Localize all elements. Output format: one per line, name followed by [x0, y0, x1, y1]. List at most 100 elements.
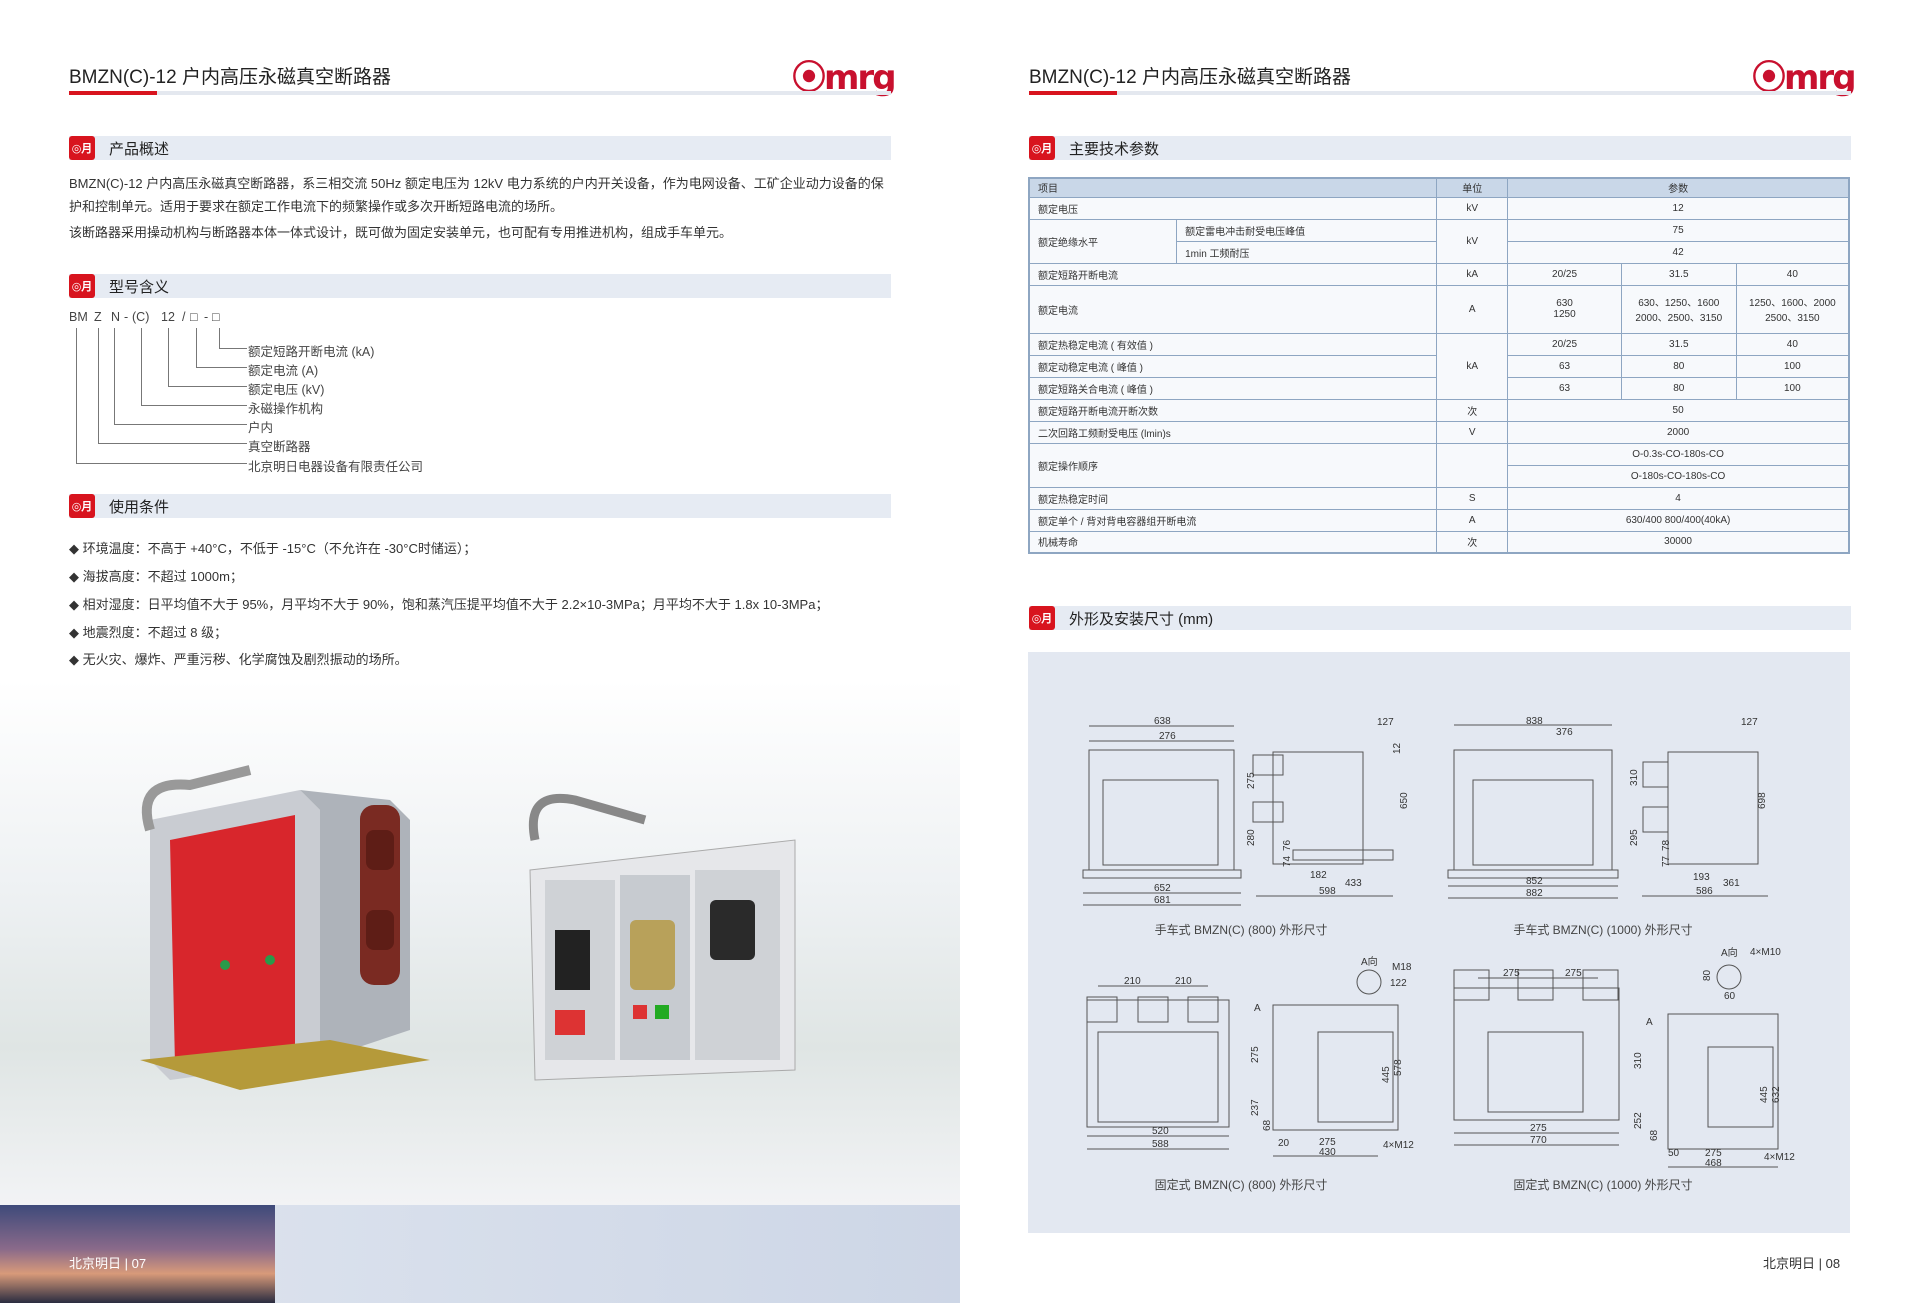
row-value: 31.5	[1620, 332, 1737, 356]
code-part: □	[190, 310, 198, 324]
page-number-right: 北京明日 | 08	[1763, 1256, 1841, 1271]
condition-text: 地震烈度：不超过 8 级；	[82, 625, 228, 640]
dimension-label: 310	[1633, 1052, 1644, 1069]
condition-item: ◆ 环境温度：不高于 +40°C，不低于 -15°C（不允许在 -30°C时储运…	[69, 541, 477, 556]
model-meaning: 额定电压 (kV)	[248, 383, 325, 397]
row-label: 额定短路关合电流 ( 峰值 )	[1028, 376, 1438, 400]
row-value: 2000	[1507, 420, 1850, 444]
left-page: BMZN(C)-12 户内高压永磁真空断路器 ⦿mrg ◎月产品概述 BMZN(…	[0, 58, 960, 1303]
row-unit: kA	[1436, 262, 1509, 286]
model-meaning: 额定短路开断电流 (kA)	[248, 345, 375, 359]
dimension-label: 275	[1503, 968, 1520, 979]
header-item: 项目	[1028, 177, 1438, 198]
dimension-label: 598	[1319, 886, 1336, 897]
dimension-label: 295	[1629, 829, 1640, 846]
drawing-caption: 固定式 BMZN(C) (800) 外形尺寸	[1155, 1177, 1328, 1192]
page-title: BMZN(C)-12 户内高压永磁真空断路器	[1029, 67, 1351, 88]
drawing-caption: 手车式 BMZN(C) (1000) 外形尺寸	[1513, 922, 1692, 937]
dimension-label: 127	[1377, 717, 1394, 728]
row-value: 50	[1507, 398, 1850, 422]
dimension-label: 68	[1262, 1119, 1273, 1131]
overview-paragraph: 该断路器采用操动机构与断路器本体一体式设计，既可做为固定安装单元，也可配有专用推…	[69, 225, 733, 240]
dimension-label: 252	[1633, 1112, 1644, 1129]
section-title: 使用条件	[109, 498, 170, 516]
model-leader-line	[168, 328, 247, 387]
row-label: 机械寿命	[1028, 530, 1438, 554]
section-header-conditions: ◎月使用条件	[69, 494, 891, 518]
drawing-caption: 手车式 BMZN(C) (800) 外形尺寸	[1155, 922, 1328, 937]
dimension-label: 770	[1530, 1135, 1547, 1146]
model-leader-line	[196, 328, 247, 368]
code-part: N	[111, 310, 121, 324]
model-meaning: 户内	[248, 421, 274, 435]
row-value: 42	[1507, 240, 1850, 264]
dimension-label: 60	[1724, 991, 1736, 1002]
value-line: 630	[1556, 298, 1573, 309]
dimension-label: M18	[1392, 962, 1412, 973]
dimension-label: 77	[1661, 855, 1672, 867]
title-underline	[1029, 91, 1851, 95]
condition-text: 海拔高度：不超过 1000m；	[82, 569, 243, 584]
model-meaning: 真空断路器	[248, 440, 311, 454]
dimension-label: 76	[1282, 839, 1293, 851]
dimension-label: 361	[1723, 878, 1740, 889]
model-leader-line	[141, 328, 247, 406]
row-label: 额定热稳定时间	[1028, 486, 1438, 510]
row-value: 63	[1507, 376, 1622, 400]
condition-text: 无火灾、爆炸、严重污秽、化学腐蚀及剧烈振动的场所。	[82, 652, 408, 667]
dimension-label: 127	[1741, 717, 1758, 728]
section-header-dimensions: ◎月外形及安装尺寸 (mm)	[1029, 606, 1851, 630]
section-title: 型号含义	[109, 278, 170, 296]
page-title: BMZN(C)-12 户内高压永磁真空断路器	[69, 67, 391, 88]
row-value: 4	[1507, 486, 1850, 510]
row-unit: V	[1436, 420, 1509, 444]
section-title: 主要技术参数	[1069, 140, 1160, 158]
dimension-label: 632	[1771, 1086, 1782, 1103]
row-label: 额定操作顺序	[1028, 442, 1438, 488]
code-part: □	[212, 310, 220, 324]
section-header-overview: ◎月产品概述	[69, 136, 891, 160]
dimension-label: 275	[1530, 1123, 1547, 1134]
value-line: 2000、2500、3150	[1635, 313, 1723, 324]
condition-text: 相对湿度：日平均值不大于 95%，月平均不大于 90%，饱和蒸汽压提平均值不大于…	[82, 597, 829, 612]
dimension-drawings-panel: 638 276 652 681 275 280 76 74 182 433 59…	[1028, 652, 1850, 1233]
model-leader-line	[76, 328, 247, 464]
product-photo-breaker-internal	[528, 793, 796, 1081]
dimension-label: 210	[1175, 976, 1192, 987]
model-leader-line	[219, 328, 247, 349]
row-label: 额定电流	[1028, 284, 1438, 334]
dimension-label: A向	[1721, 946, 1738, 959]
row-value: 630/400 800/400(40kA)	[1507, 508, 1850, 532]
row-label: 额定动稳定电流 ( 峰值 )	[1028, 354, 1438, 378]
row-value: 40	[1735, 262, 1850, 286]
row-value: 80	[1620, 354, 1737, 378]
value-line: 1250	[1553, 309, 1576, 320]
product-photo-breaker-front	[140, 765, 430, 1090]
brand-mark-icon: ◎月	[1029, 136, 1055, 160]
dimension-label: 638	[1154, 716, 1171, 727]
section-title: 产品概述	[109, 140, 170, 158]
code-part: -	[124, 310, 129, 324]
section-title: 外形及安装尺寸 (mm)	[1069, 610, 1214, 628]
dimension-label: 276	[1159, 731, 1176, 742]
code-part: /	[182, 310, 186, 324]
dimension-label: 376	[1556, 727, 1573, 738]
table-header-row: 项目单位参数	[1028, 177, 1850, 198]
dimension-label: 275	[1319, 1137, 1336, 1148]
dimension-drawings: 638 276 652 681 275 280 76 74 182 433 59…	[1082, 716, 1795, 1192]
dimension-label: 12	[1392, 742, 1403, 754]
dimension-label: 4×M12	[1764, 1152, 1795, 1163]
dimension-label: 78	[1661, 839, 1672, 851]
code-part: BM	[69, 310, 88, 324]
section-header-model: ◎月型号含义	[69, 274, 891, 298]
row-value: 40	[1735, 332, 1850, 356]
